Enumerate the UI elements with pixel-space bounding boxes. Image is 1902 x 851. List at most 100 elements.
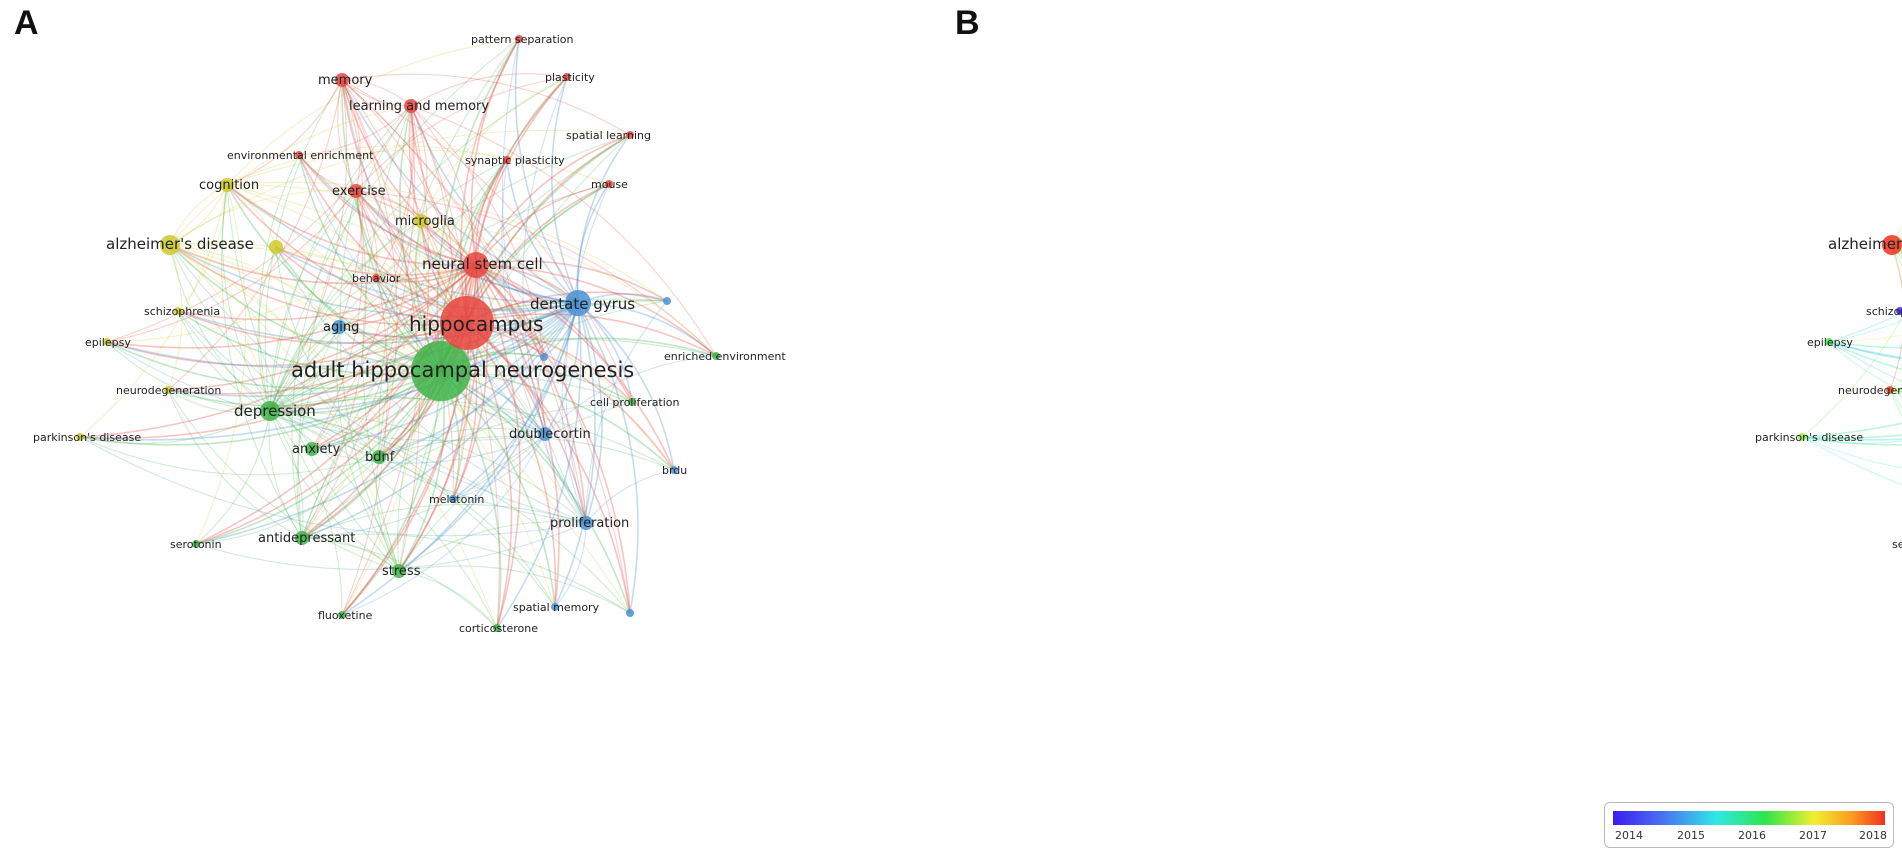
edge	[475, 264, 633, 403]
edge	[1828, 341, 1902, 371]
edge	[269, 410, 400, 572]
edge	[169, 244, 579, 318]
node-adult-hippocampal-neurogenesis[interactable]	[411, 341, 471, 401]
edge	[79, 184, 228, 438]
node-inflammation[interactable]	[269, 240, 283, 254]
node-schizophrenia[interactable]	[174, 307, 182, 315]
node-bdnf[interactable]	[372, 450, 386, 464]
labels-layer: adult hippocampal neurogenesishippocampu…	[1755, 235, 1902, 551]
node-synaptic-plasticity[interactable]	[503, 156, 511, 164]
nodes-layer	[1798, 235, 1902, 441]
node-spatial-learning[interactable]	[626, 131, 634, 139]
node-cognition[interactable]	[220, 178, 234, 192]
node-label-melatonin: melatonin	[429, 493, 484, 506]
edge	[1828, 334, 1902, 343]
node-label-neurodegeneration: neurodegeneration	[116, 384, 221, 397]
edge	[514, 38, 579, 304]
edge	[341, 79, 631, 614]
node-label-brdu: brdu	[662, 464, 687, 477]
node-stress[interactable]	[392, 564, 406, 578]
node-node-blue-right[interactable]	[663, 297, 671, 305]
edge	[341, 79, 468, 324]
node-label-exercise: exercise	[332, 184, 386, 199]
edge	[167, 79, 343, 391]
edge	[398, 570, 498, 629]
node-corticosterone[interactable]	[493, 624, 501, 632]
edge	[195, 410, 271, 545]
node-alzheimer-s-disease[interactable]	[1882, 235, 1902, 255]
edge	[1889, 244, 1902, 391]
edge	[269, 322, 468, 412]
node-neurodegeneration[interactable]	[164, 386, 172, 394]
edge	[269, 105, 412, 412]
node-anxiety[interactable]	[305, 442, 319, 456]
node-doublecortin[interactable]	[538, 427, 552, 441]
edge	[257, 246, 277, 412]
edge	[106, 322, 468, 367]
node-pattern-separation[interactable]	[515, 35, 523, 43]
edge	[301, 456, 380, 539]
node-environmental-enrichment[interactable]	[295, 151, 303, 159]
node-melatonin[interactable]	[449, 495, 457, 503]
edge	[1828, 320, 1902, 343]
edge	[226, 181, 668, 302]
edge	[420, 220, 579, 304]
edge	[177, 310, 442, 375]
node-label-epilepsy: epilepsy	[85, 336, 131, 349]
node-microglia[interactable]	[414, 214, 428, 228]
edge	[355, 190, 477, 266]
node-epilepsy[interactable]	[103, 338, 111, 346]
node-brdu[interactable]	[670, 466, 678, 474]
node-proliferation[interactable]	[579, 516, 593, 530]
edge	[440, 370, 631, 614]
node-enriched-environment[interactable]	[712, 352, 720, 360]
legend-gradient-bar	[1613, 811, 1885, 825]
node-serotonin[interactable]	[192, 540, 200, 548]
legend-tick-2014: 2014	[1615, 829, 1643, 842]
node-memory[interactable]	[335, 73, 349, 87]
node-parkinson-s-disease[interactable]	[76, 433, 84, 441]
edge	[169, 244, 380, 458]
edge	[269, 410, 380, 458]
edge	[301, 537, 498, 629]
node-epilepsy[interactable]	[1825, 338, 1833, 346]
node-mouse[interactable]	[605, 180, 613, 188]
node-exercise[interactable]	[349, 184, 363, 198]
node-antidepressant[interactable]	[295, 531, 309, 545]
edge	[301, 401, 633, 539]
node-node-blue-bottom[interactable]	[626, 609, 634, 617]
edge	[475, 134, 631, 266]
node-depression[interactable]	[260, 401, 280, 421]
node-plasticity[interactable]	[563, 73, 571, 81]
node-spatial-memory[interactable]	[551, 603, 559, 611]
edge	[269, 410, 304, 539]
edge	[79, 302, 579, 441]
edge	[195, 302, 579, 545]
overlay-year-network-panel: adult hippocampal neurogenesishippocampu…	[1755, 225, 1902, 551]
node-node-blue-mid[interactable]	[540, 353, 548, 361]
node-learning-and-memory[interactable]	[404, 99, 418, 113]
node-cell-proliferation[interactable]	[628, 398, 636, 406]
edge	[169, 244, 271, 412]
node-neurodegeneration[interactable]	[1886, 386, 1894, 394]
node-label-hippocampus: hippocampus	[409, 312, 543, 336]
node-hippocampus[interactable]	[440, 296, 494, 350]
node-parkinson-s-disease[interactable]	[1798, 433, 1806, 441]
node-schizophrenia[interactable]	[1896, 307, 1902, 315]
node-neural-stem-cell[interactable]	[463, 252, 489, 278]
edge	[269, 410, 400, 572]
node-aging[interactable]	[332, 320, 346, 334]
edge	[452, 264, 488, 500]
edge	[298, 154, 579, 304]
node-behavior[interactable]	[372, 274, 380, 282]
edge	[561, 302, 587, 524]
node-alzheimer-s-disease[interactable]	[160, 235, 180, 255]
edge	[341, 79, 420, 572]
node-fluoxetine[interactable]	[338, 611, 346, 619]
edge	[341, 79, 546, 435]
node-dentate-gyrus[interactable]	[565, 290, 591, 316]
edge	[550, 76, 579, 304]
node-label-schizophrenia: schizophrenia	[1866, 305, 1902, 318]
edge	[355, 190, 717, 357]
edge	[167, 389, 271, 414]
